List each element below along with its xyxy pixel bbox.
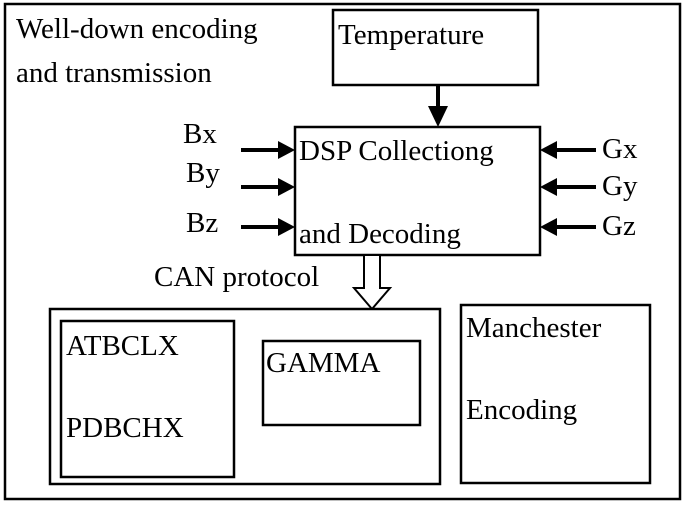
input-by-label: By [186, 157, 220, 189]
input-gx-label: Gx [602, 133, 638, 165]
tool-list-line1: ATBCLX [66, 330, 179, 362]
tool-list-box [59, 319, 236, 479]
input-bx-arrow-head [278, 141, 295, 159]
input-gz-label: Gz [602, 210, 636, 242]
temperature-block [331, 8, 540, 87]
can-protocol-arrow [351, 254, 393, 311]
input-gy-arrow-head [540, 178, 557, 196]
input-gx-arrow-head [540, 141, 557, 159]
input-gz-arrow-head [540, 218, 557, 236]
dsp-block [293, 125, 542, 257]
gamma-box [261, 339, 422, 427]
input-bz-arrow-head [278, 218, 295, 236]
input-bx-label: Bx [183, 118, 217, 150]
outer-title-line1: Well-down encoding [16, 13, 258, 45]
outer-title-line2: and transmission [16, 57, 212, 89]
manchester-label-line2: Encoding [466, 394, 577, 426]
dsp-label-line1: DSP Collectiong [299, 135, 494, 167]
temperature-label: Temperature [338, 19, 484, 51]
gamma-label: GAMMA [266, 347, 380, 379]
input-by-arrow-head [278, 178, 295, 196]
manchester-label-line1: Manchester [466, 312, 602, 344]
dsp-label-line2: and Decoding [299, 218, 461, 250]
manchester-encoding-block [459, 303, 652, 485]
input-gy-label: Gy [602, 170, 638, 202]
temperature-arrow-head [428, 106, 448, 127]
tool-list-line2: PDBCHX [66, 412, 184, 444]
input-bz-label: Bz [186, 207, 218, 239]
can-protocol-label: CAN protocol [154, 261, 319, 293]
